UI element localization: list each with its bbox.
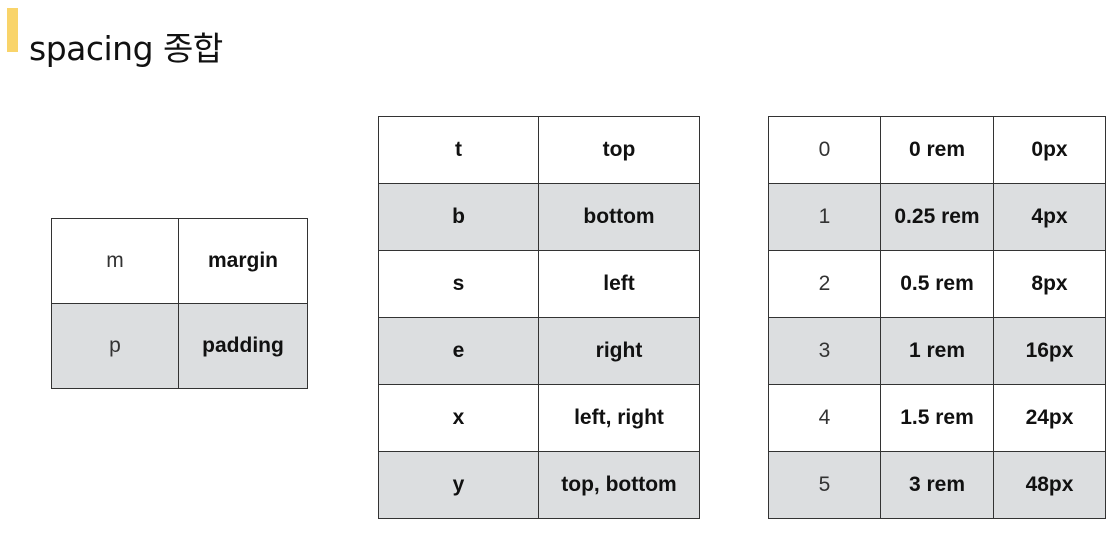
- size-rem: 1 rem: [880, 317, 994, 385]
- table-row: s left: [378, 250, 700, 318]
- table-row: y top, bottom: [378, 451, 700, 519]
- table-row: t top: [378, 116, 700, 184]
- table-row: 4 1.5 rem 24px: [768, 384, 1106, 452]
- table-row: x left, right: [378, 384, 700, 452]
- size-px: 48px: [993, 451, 1106, 519]
- size-rem: 3 rem: [880, 451, 994, 519]
- size-px: 0px: [993, 116, 1106, 184]
- property-abbr: p: [51, 303, 179, 389]
- size-rem: 1.5 rem: [880, 384, 994, 452]
- size-table: 0 0 rem 0px 1 0.25 rem 4px 2 0.5 rem 8px…: [768, 116, 1106, 519]
- size-px: 24px: [993, 384, 1106, 452]
- size-level: 1: [768, 183, 881, 251]
- size-rem: 0.5 rem: [880, 250, 994, 318]
- table-row: 1 0.25 rem 4px: [768, 183, 1106, 251]
- property-meaning: margin: [178, 218, 308, 304]
- table-row: p padding: [51, 303, 308, 389]
- size-level: 0: [768, 116, 881, 184]
- title-accent-bar: [7, 8, 18, 52]
- side-abbr: b: [378, 183, 539, 251]
- side-abbr: s: [378, 250, 539, 318]
- size-level: 2: [768, 250, 881, 318]
- table-row: 5 3 rem 48px: [768, 451, 1106, 519]
- property-table: m margin p padding: [51, 218, 308, 389]
- property-abbr: m: [51, 218, 179, 304]
- size-px: 16px: [993, 317, 1106, 385]
- side-abbr: x: [378, 384, 539, 452]
- size-level: 4: [768, 384, 881, 452]
- size-rem: 0 rem: [880, 116, 994, 184]
- side-abbr: t: [378, 116, 539, 184]
- table-row: b bottom: [378, 183, 700, 251]
- page-title: spacing 종합: [29, 29, 223, 69]
- table-row: e right: [378, 317, 700, 385]
- size-px: 4px: [993, 183, 1106, 251]
- side-table: t top b bottom s left e right x left, ri…: [378, 116, 700, 519]
- size-level: 3: [768, 317, 881, 385]
- table-row: m margin: [51, 218, 308, 304]
- side-meaning: right: [538, 317, 700, 385]
- side-meaning: left, right: [538, 384, 700, 452]
- side-meaning: top, bottom: [538, 451, 700, 519]
- table-row: 0 0 rem 0px: [768, 116, 1106, 184]
- table-row: 2 0.5 rem 8px: [768, 250, 1106, 318]
- side-meaning: bottom: [538, 183, 700, 251]
- side-meaning: left: [538, 250, 700, 318]
- property-meaning: padding: [178, 303, 308, 389]
- table-row: 3 1 rem 16px: [768, 317, 1106, 385]
- side-abbr: y: [378, 451, 539, 519]
- side-abbr: e: [378, 317, 539, 385]
- size-px: 8px: [993, 250, 1106, 318]
- size-rem: 0.25 rem: [880, 183, 994, 251]
- side-meaning: top: [538, 116, 700, 184]
- size-level: 5: [768, 451, 881, 519]
